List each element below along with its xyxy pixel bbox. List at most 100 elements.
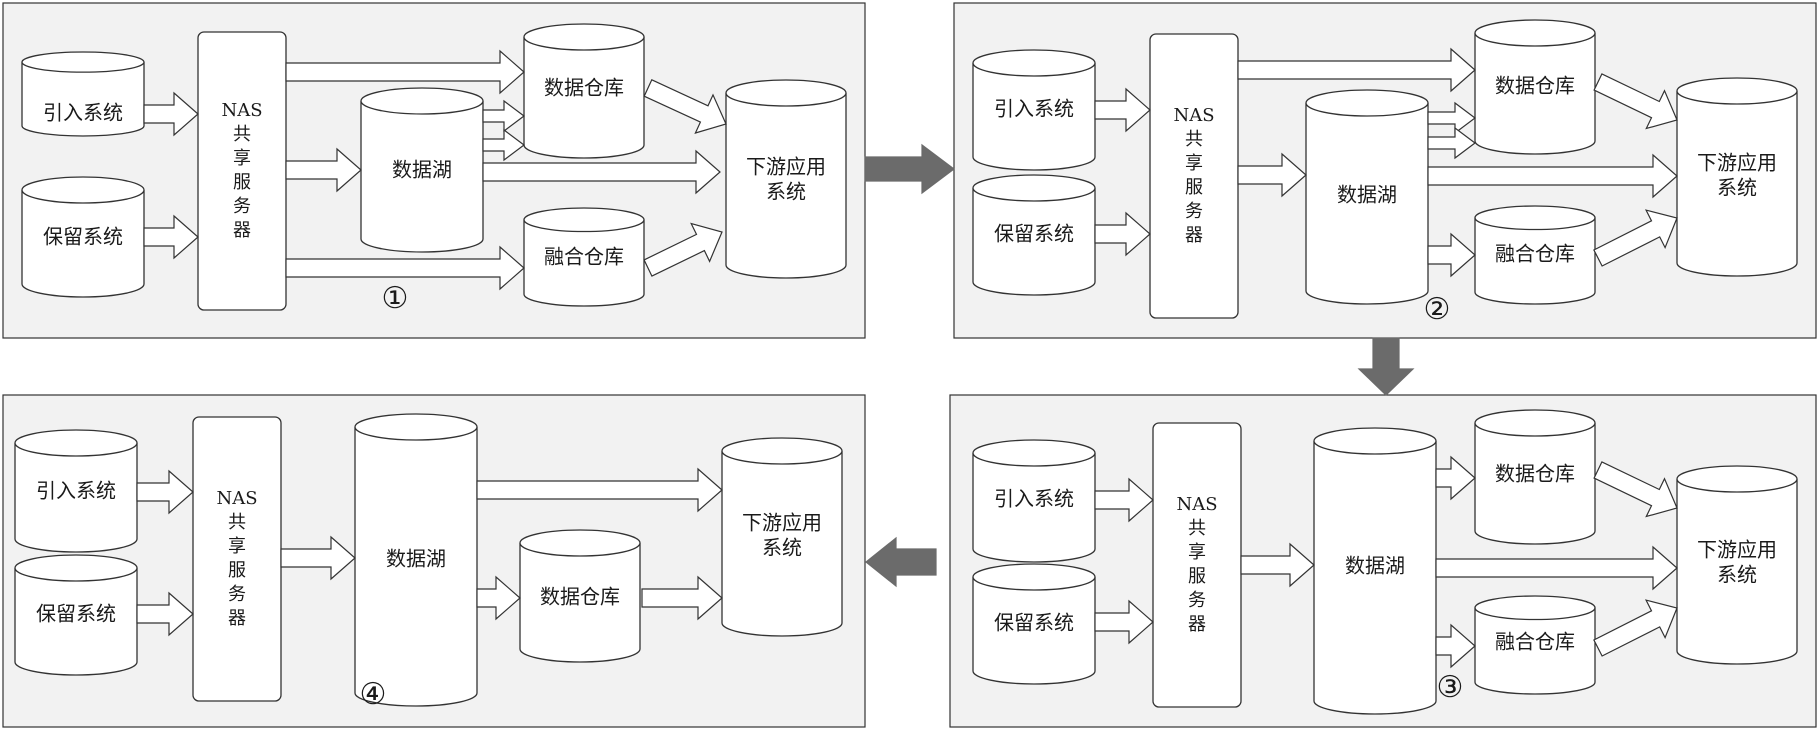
cylinder-body [21,62,145,137]
cylinder-body [972,63,1096,171]
cylinder-top [972,174,1096,202]
cylinder-top [519,529,641,557]
downstream-system [1676,465,1798,665]
fusion-warehouse-label: 融合仓库 [544,245,624,269]
downstream-system-label-line2: 系统 [766,180,806,204]
nas-server-label-3: 服 [1188,566,1206,587]
nas-server-label-5: 器 [233,220,251,241]
fusion-warehouse-label: 融合仓库 [1495,242,1575,266]
step-number-2: ② [1424,292,1451,327]
flow-arrow [476,575,521,621]
flow-arrow [1094,87,1151,133]
data-lake [360,87,484,253]
cylinder-top [725,79,847,107]
nas-server-label-3: 服 [233,172,251,193]
flow-arrow [1427,126,1476,160]
nas-server-box [192,416,282,702]
flow-arrow [1427,153,1678,199]
downstream-system-label-line1: 下游应用 [746,155,826,179]
cylinder-body [1474,423,1596,545]
flow-arrow [643,79,727,134]
intro-system-label: 引入系统 [994,487,1074,511]
flow-arrow [1237,47,1476,93]
data-lake-label: 数据湖 [392,158,452,182]
cylinder-top [1305,89,1429,117]
cylinder-top [1474,205,1596,231]
cylinder-body [523,37,645,159]
data-lake-label: 数据湖 [386,547,446,571]
cylinder-top [1474,409,1596,437]
nas-server-label-4: 务 [228,584,246,605]
cylinder-top [1676,465,1798,493]
cylinder-top [354,413,478,441]
nas-server-label-5: 器 [1185,225,1203,246]
nas-server-label-1: 共 [1188,518,1206,539]
cylinder-body [14,443,138,553]
cylinder-body [1474,33,1596,155]
nas-server-label-1: 共 [228,512,246,533]
intro-system [972,49,1096,171]
cylinder-top [972,49,1096,77]
data-lake [1313,427,1437,715]
data-warehouse [1474,19,1596,155]
data-warehouse-label: 数据仓库 [544,76,624,100]
cylinder-body [1676,479,1798,665]
flow-arrow [136,469,194,515]
nas-server-label-3: 服 [228,560,246,581]
nas-server-label-4: 务 [1188,590,1206,611]
cylinder-body [1313,441,1437,715]
cylinder-top [1313,427,1437,455]
cylinder-top [1474,595,1596,621]
nas-server-label-2: 享 [233,148,251,169]
cylinder-body [1474,607,1596,695]
flow-arrow [280,535,356,581]
cylinder-body [972,453,1096,563]
cylinder-top [360,87,484,115]
data-warehouse-label: 数据仓库 [1495,74,1575,98]
nas-server-label-3: 服 [1185,177,1203,198]
flow-arrow [1237,152,1307,198]
fusion-warehouse [1474,205,1596,305]
flow-arrow [476,467,723,513]
data-warehouse [1474,409,1596,545]
flow-arrow [482,99,525,133]
nas-server-label-0: NAS [221,100,262,121]
cylinder-body [14,568,138,676]
intro-system [14,429,138,553]
nas-server-label-5: 器 [1188,614,1206,635]
downstream-system-label-line1: 下游应用 [1697,538,1777,562]
cylinder-body [519,543,641,663]
nas-server-label-2: 享 [228,536,246,557]
cylinder-body [360,101,484,253]
cylinder-body [21,190,145,298]
downstream-system-label-line2: 系统 [762,536,802,560]
flow-arrow [1094,477,1154,523]
data-warehouse [523,23,645,159]
nas-server-box [1149,33,1239,319]
cylinder-body [354,427,478,707]
nas-server-label-1: 共 [233,124,251,145]
cylinder-top [721,437,843,465]
cylinder-body [1305,103,1429,305]
nas-server-box [1152,422,1242,708]
cylinder-top [972,439,1096,467]
flow-arrow [1427,101,1476,135]
cylinder-body [721,451,843,637]
flow-arrow [143,214,199,260]
nas-server-label-0: NAS [1176,494,1217,515]
downstream-system [721,437,843,637]
retain-system [972,563,1096,685]
flow-arrow [1094,599,1154,645]
data-lake [1305,89,1429,305]
nas-server-box [197,31,287,311]
step-number-1: ① [382,281,409,316]
fusion-warehouse [523,207,645,307]
flow-arrow [1593,599,1678,657]
flow-arrow [482,128,525,162]
flow-arrow [285,49,525,95]
retain-system [21,176,145,298]
